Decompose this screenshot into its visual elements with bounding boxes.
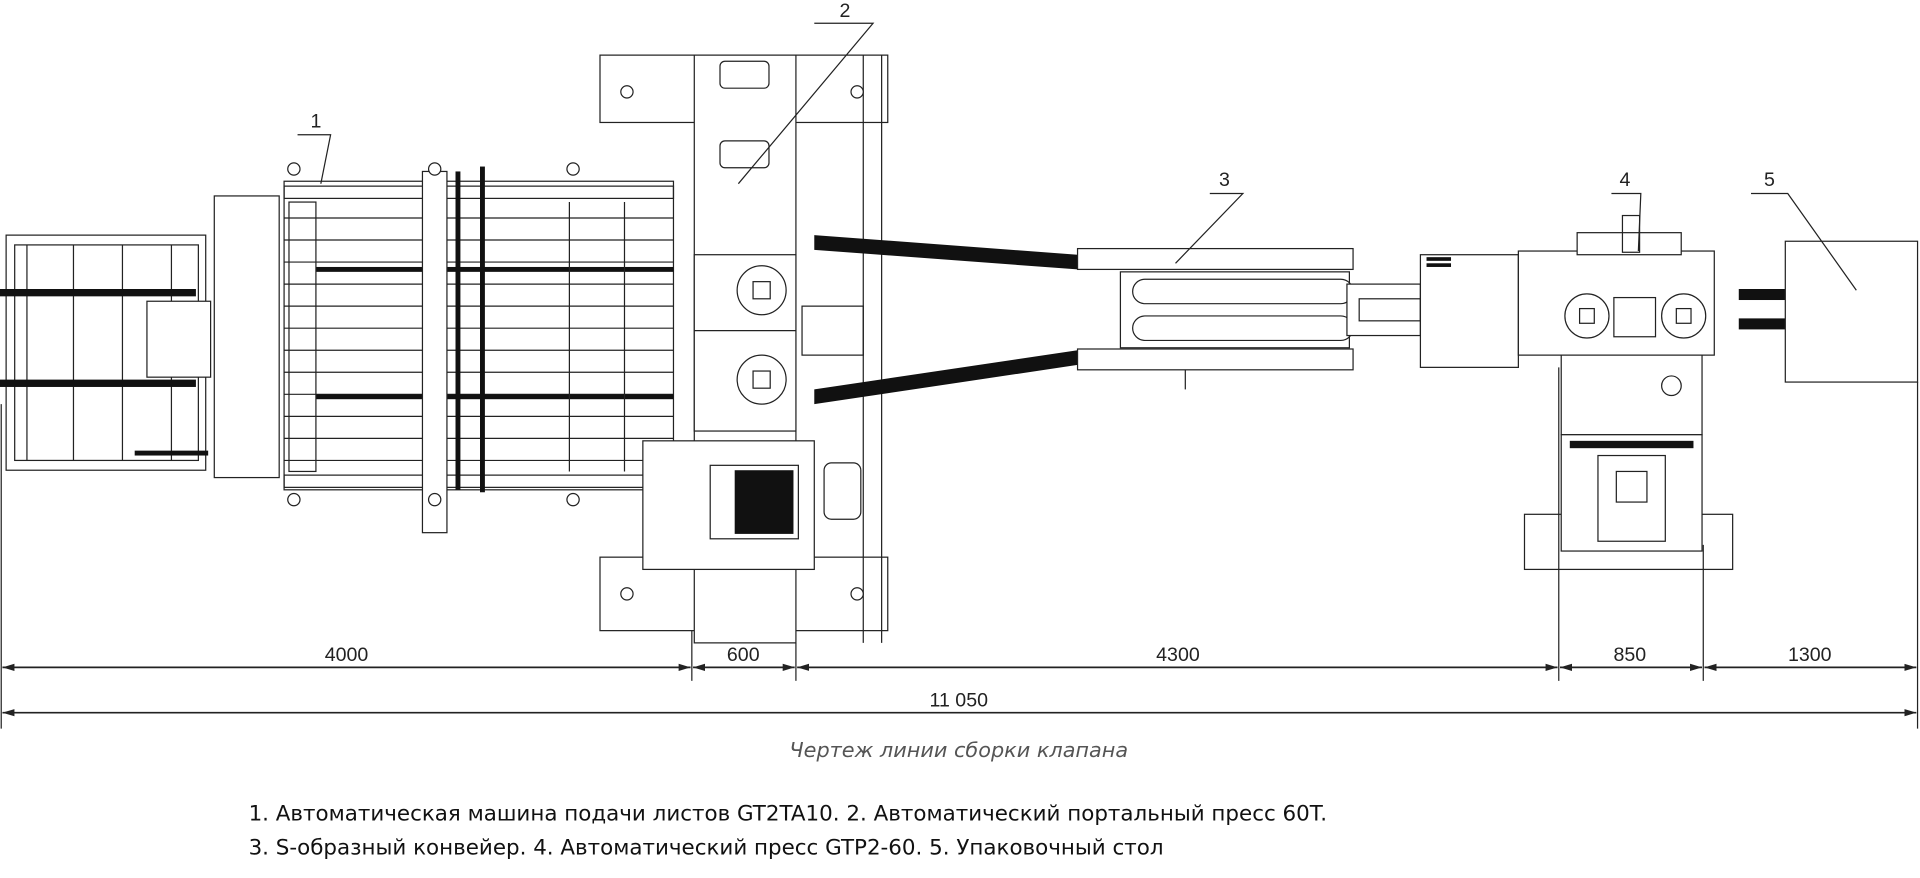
svg-text:600: 600: [727, 644, 760, 666]
callout-5: 5: [1751, 169, 1857, 291]
dimension-600: 600: [693, 644, 795, 671]
dimension-1300: 1300: [1704, 644, 1917, 671]
callout-3: 3: [1175, 169, 1245, 264]
dimension-850: 850: [1560, 644, 1703, 671]
svg-text:4000: 4000: [325, 644, 369, 666]
dimension-4300: 4300: [797, 644, 1558, 671]
svg-text:11 050: 11 050: [930, 690, 989, 712]
callout-4: 4: [1611, 169, 1642, 252]
svg-text:1300: 1300: [1788, 644, 1832, 666]
svg-text:3: 3: [1219, 169, 1230, 191]
transfer-beams: [814, 235, 1078, 405]
sheet-feeder-machine: [0, 162, 675, 534]
svg-text:4: 4: [1619, 169, 1630, 191]
dimension-total: 11 050: [2, 690, 1917, 717]
callout-1: 1: [297, 110, 332, 184]
automatic-press: [1419, 214, 1734, 571]
svg-text:1: 1: [310, 110, 321, 132]
dimension-4000: 4000: [2, 644, 691, 671]
gantry-press: [599, 54, 889, 644]
svg-text:2: 2: [839, 0, 850, 22]
dimension-extension-lines: [0, 367, 1919, 729]
svg-text:5: 5: [1764, 169, 1775, 191]
svg-text:850: 850: [1613, 644, 1646, 666]
drawing-caption: Чертеж линии сборки клапана: [789, 738, 1128, 762]
legend-line-2: 3. S-образный конвейер. 4. Автоматически…: [249, 836, 1164, 861]
callout-2: 2: [737, 0, 875, 185]
legend-line-1: 1. Автоматическая машина подачи листов G…: [249, 801, 1328, 826]
s-shaped-conveyor: [1076, 247, 1422, 390]
svg-text:4300: 4300: [1156, 644, 1200, 666]
packing-table: [1738, 240, 1919, 383]
